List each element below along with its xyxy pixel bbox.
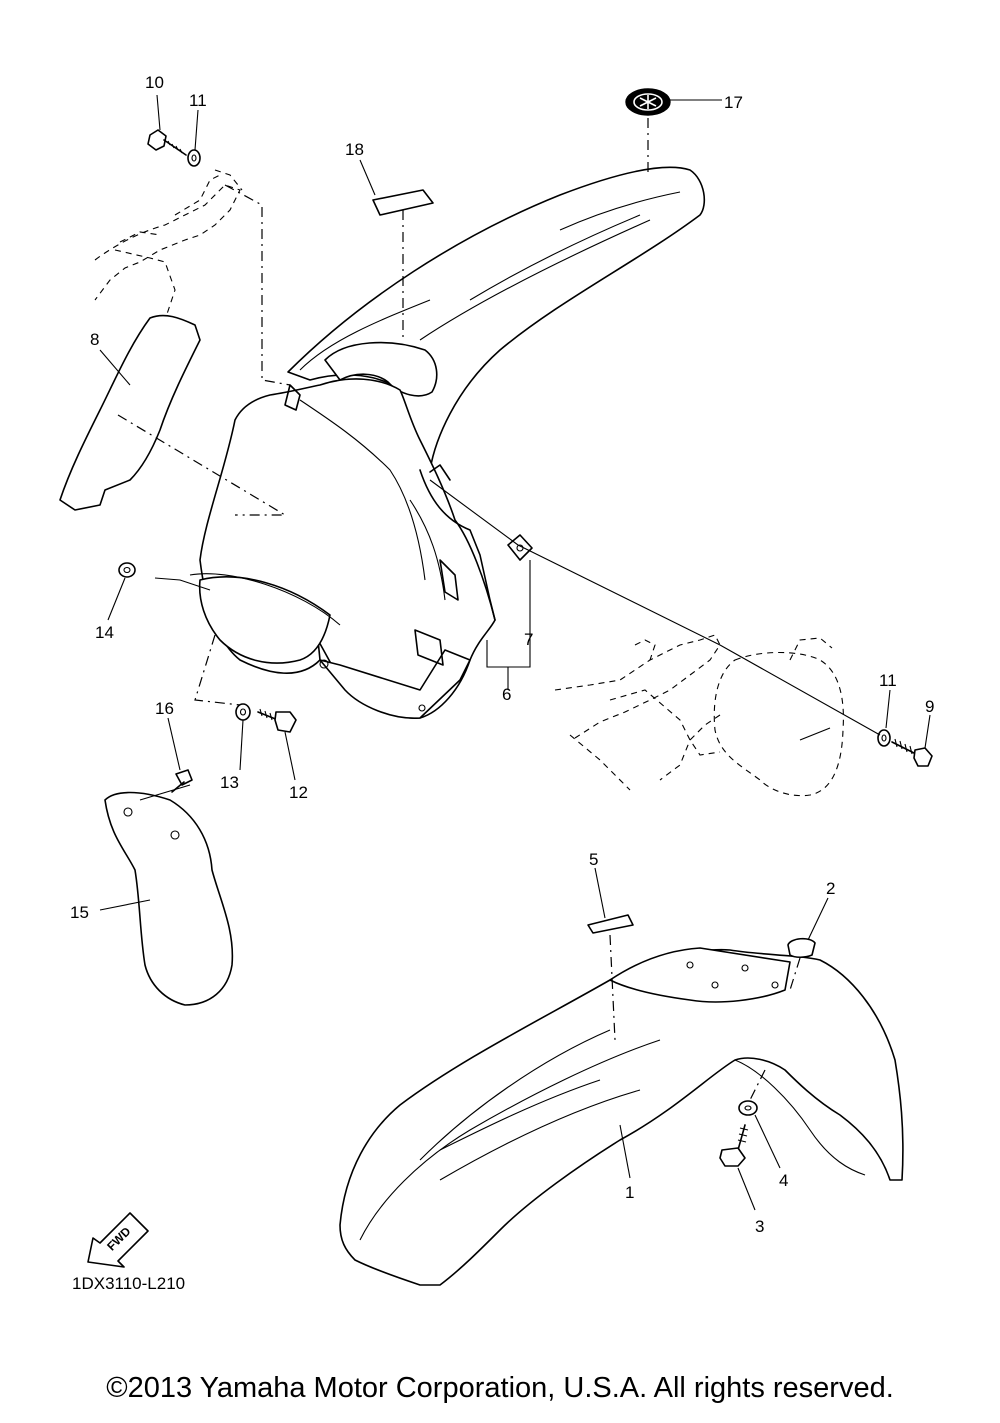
screw-16 (171, 769, 193, 793)
callout-14: 14 (95, 623, 114, 642)
washer-4 (738, 1100, 758, 1116)
callout-5: 5 (589, 850, 598, 869)
side-cover (59, 314, 201, 511)
callout-4: 4 (779, 1171, 788, 1190)
callout-leaders (99, 94, 931, 1211)
leader-lines (117, 118, 881, 1101)
bolt-12 (257, 708, 297, 733)
bolt-3 (719, 1124, 749, 1167)
frame-upper-left (94, 169, 243, 331)
callout-7: 7 (524, 630, 533, 649)
callout-11-right: 11 (879, 671, 897, 690)
copyright-footer: ©2013 Yamaha Motor Corporation, U.S.A. A… (106, 1372, 894, 1404)
nut-7 (507, 534, 533, 561)
rear-fender (189, 166, 706, 719)
callout-2: 2 (826, 879, 835, 898)
callout-1: 1 (625, 1183, 634, 1202)
washer-13 (235, 703, 251, 721)
yamaha-emblem-icon (625, 88, 671, 116)
grommet-2 (787, 937, 816, 959)
frame-right-middle (554, 634, 721, 791)
callout-9: 9 (925, 697, 934, 716)
callout-15: 15 (70, 903, 89, 922)
callout-10: 10 (145, 73, 164, 92)
washer-14 (118, 562, 136, 578)
callout-6: 6 (502, 685, 511, 704)
washer-11-right (877, 729, 891, 747)
callout-16: 16 (155, 699, 174, 718)
bolt-9 (891, 738, 933, 767)
label-18-sticker (372, 189, 434, 216)
callout-labels: 1 2 3 4 5 6 7 8 9 10 11 11 12 13 14 15 1… (70, 73, 934, 1236)
callout-18: 18 (345, 140, 364, 159)
label-5-sticker (587, 914, 634, 934)
drawing-code: 1DX3110-L210 (72, 1274, 185, 1293)
washer-11-top (187, 149, 201, 167)
callout-13: 13 (220, 773, 239, 792)
callout-11-top: 11 (189, 91, 207, 110)
fuel-tank-dashed (689, 637, 844, 797)
front-fender (339, 947, 904, 1286)
fwd-arrow-icon: FWD (87, 1212, 149, 1268)
chain-guard (104, 791, 234, 1006)
callout-3: 3 (755, 1217, 764, 1236)
callout-12: 12 (289, 783, 308, 802)
callout-17: 17 (724, 93, 743, 112)
bolt-10 (147, 129, 187, 156)
callout-8: 8 (90, 330, 99, 349)
